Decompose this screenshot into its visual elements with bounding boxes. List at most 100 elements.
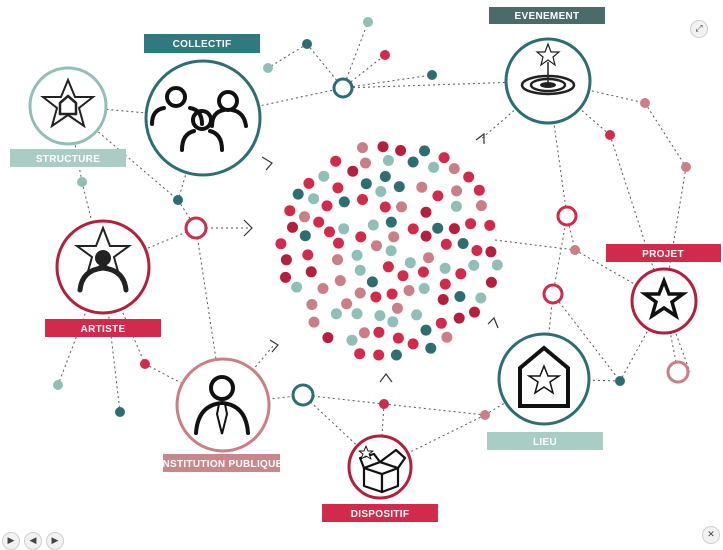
cloud-dot [275,238,287,250]
cloud-dot [280,254,292,266]
cloud-dot [420,206,432,218]
connection-line [202,87,344,119]
label-institution-text: INSTITUTION PUBLIQUE [159,459,282,470]
cloud-dot [416,181,428,193]
label-lieu: LIEU [487,432,603,450]
cloud-dot [303,177,315,189]
cloud-dot [373,326,385,338]
small-dot-node [263,63,273,73]
small-dot-node [615,376,625,386]
node-lieu[interactable] [497,332,591,426]
label-evenement-text: EVENEMENT [515,11,580,22]
cloud-dot [451,185,463,197]
cloud-dot [396,201,407,213]
cloud-dot [441,331,453,343]
label-lieu-bg [487,432,603,450]
cloud-dot [397,270,409,282]
cloud-dot [437,294,449,305]
close-icon[interactable]: ✕ [702,526,720,544]
cloud-dot [432,190,444,202]
label-artiste-text: ARTISTE [81,324,126,335]
arrows [243,132,499,383]
cloud-dot [439,262,451,274]
group-people-icon [150,86,248,152]
cloud-dot [377,141,389,153]
cloud-dot [317,283,329,294]
cloud-dot [475,292,487,304]
small-dot-node [605,130,615,140]
label-collectif: COLLECTIF [144,34,260,53]
cloud-dot [360,157,371,169]
cloud-dot [355,231,367,243]
cloud-dot [280,271,291,283]
label-artiste-bg [45,319,161,337]
expand-icon[interactable]: ⤢ [690,20,708,38]
small-nodes [53,17,691,420]
small-dot-node [53,380,63,390]
arrow-evenement [475,132,485,144]
cloud-dot [395,145,407,156]
cloud-dot [371,240,382,252]
cloud-dot [468,259,480,271]
connection-line [644,102,687,168]
cloud-dot [322,332,334,344]
cloud-dot [334,275,346,287]
cloud-dot [332,182,344,194]
connection-line [484,378,545,416]
cloud-dot [382,155,394,166]
cloud-dot [284,205,296,217]
next-icon[interactable]: ▶ [46,532,64,550]
cloud-dot [375,186,387,197]
target-star-icon [520,42,576,96]
connection-line [552,293,621,382]
label-dispositif-bg [322,504,438,522]
arrow-artiste [243,219,253,237]
arrow-institution [269,339,279,353]
cloud-dot [379,201,391,213]
node-dispositif[interactable] [347,434,413,500]
label-collectif-text: COLLECTIF [173,39,232,50]
cloud-dot [390,349,402,361]
cloud-dot [465,218,477,230]
label-dispositif: DISPOSITIF [322,504,438,522]
cloud-dot [292,188,304,200]
cloud-dot [417,266,429,278]
node-institution[interactable] [175,357,271,453]
cloud-dot [338,223,350,235]
connection-line [302,394,385,405]
cloud-dot [419,145,430,157]
label-structure: STRUCTURE [10,149,126,167]
cloud-dot [491,259,503,271]
cloud-dot [428,161,440,173]
cloud-dot [302,249,314,261]
node-artiste[interactable] [55,219,151,315]
ring-node [542,283,564,305]
small-dot-node [140,359,150,369]
node-collectif[interactable] [144,59,262,177]
connection-line [663,300,679,373]
cloud-dot [403,285,415,296]
label-artiste: ARTISTE [45,319,161,337]
cloud-dot [450,200,462,212]
node-structure[interactable] [28,66,108,146]
cloud-dot [308,193,320,205]
small-dot-node [681,162,691,172]
cloud-dot [354,287,366,299]
cloud-dot [448,223,460,235]
cloud-dot [354,264,366,276]
prev-icon[interactable]: ◀ [24,532,42,550]
connection-line [552,215,568,295]
connection-line [102,227,197,268]
play-icon[interactable]: ▶ [2,532,20,550]
small-dot-node [302,39,312,49]
small-dot-node [380,50,390,60]
node-projet[interactable] [630,267,698,335]
cloud-dot [475,200,487,212]
connection-line [342,54,386,89]
cloud-dot [455,268,467,280]
cloud-dot [457,238,469,249]
cloud-dot [463,171,475,183]
node-evenement[interactable] [504,37,592,125]
person-star-icon [73,225,133,293]
cloud-dot [374,310,386,322]
